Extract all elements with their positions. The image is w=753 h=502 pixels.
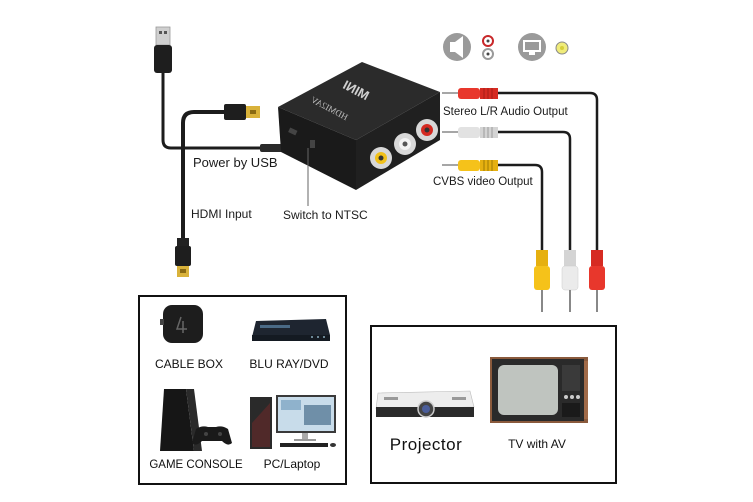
projector-icon — [375, 390, 475, 418]
hdmi-connector-bottom-icon — [175, 238, 191, 277]
output-devices-panel: Projector TV with AV — [370, 325, 617, 484]
source-label-cable-box: CABLE BOX — [154, 357, 224, 371]
source-label-bluray: BLU RAY/DVD — [249, 357, 329, 371]
audio-rca-red-white-icon — [482, 35, 494, 60]
source-label-game-console: GAME CONSOLE — [149, 459, 243, 471]
source-devices-panel: CABLE BOX BLU RAY/DVD GAME CONSOLE PC/La… — [138, 295, 347, 485]
hdmi-input-label: HDMI Input — [191, 207, 252, 221]
rca-red-cable — [498, 91, 599, 250]
video-rca-yellow-icon — [555, 41, 569, 55]
source-label-pc: PC/Laptop — [263, 457, 321, 471]
power-by-usb-label: Power by USB — [193, 155, 278, 170]
hdmi-connector-top-icon — [224, 104, 260, 120]
switch-to-ntsc-label: Switch to NTSC — [283, 208, 368, 222]
rca-white-cable — [498, 130, 572, 250]
output-label-tv: TV with AV — [508, 437, 566, 451]
usb-cable — [161, 73, 262, 150]
speaker-icon — [443, 33, 471, 61]
tv-icon — [490, 357, 588, 423]
rca-yellow-plug-bottom — [534, 250, 550, 312]
rca-white-plug-bottom — [561, 250, 579, 312]
pc-icon — [250, 395, 336, 449]
rca-red-plug-bottom — [589, 250, 605, 312]
stereo-audio-output-label: Stereo L/R Audio Output — [443, 106, 568, 118]
game-console-icon — [160, 389, 232, 451]
hdmi-cable — [181, 110, 226, 240]
rca-white-plug-top — [442, 127, 498, 138]
rca-yellow-cable — [498, 163, 544, 250]
output-label-projector: Projector — [389, 435, 463, 454]
monitor-icon — [518, 33, 546, 61]
bluray-player-icon — [252, 319, 330, 341]
cvbs-video-output-label: CVBS video Output — [433, 176, 533, 188]
rca-red-plug-top — [442, 88, 498, 99]
cable-box-icon — [160, 305, 203, 343]
usb-connector-icon — [154, 26, 172, 73]
rca-yellow-plug-top — [442, 160, 498, 171]
hdmi2av-adapter — [278, 62, 440, 190]
